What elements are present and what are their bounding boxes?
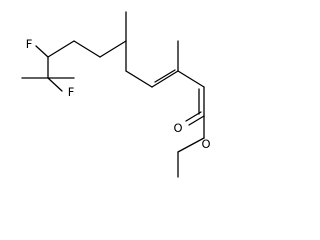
bond-diene-1-inner [154, 69, 176, 83]
bond-diene-1 [151, 70, 179, 88]
bond-chf-to-fluorine [35, 45, 49, 58]
fluorine-label-upper: F [26, 37, 33, 51]
bond-carbonyl-double [185, 111, 202, 122]
bond-carbonyl [188, 115, 205, 126]
oxygen-label-ester: O [201, 137, 210, 151]
fluorine-label-lower: F [68, 85, 75, 99]
drawing-background [0, 0, 249, 182]
oxygen-label-carbonyl: O [173, 121, 182, 135]
bond-ethoxy-1 [177, 137, 205, 153]
molecule-structure-drawing: F F O O [0, 0, 249, 182]
bond-chain-3 [99, 40, 127, 58]
bond-chain-1 [47, 40, 75, 58]
bond-chain-2 [73, 40, 101, 58]
bond-cf-to-fluorine [47, 77, 63, 92]
bond-chain-5 [125, 70, 153, 88]
bond-c3-to-c2 [177, 70, 205, 88]
